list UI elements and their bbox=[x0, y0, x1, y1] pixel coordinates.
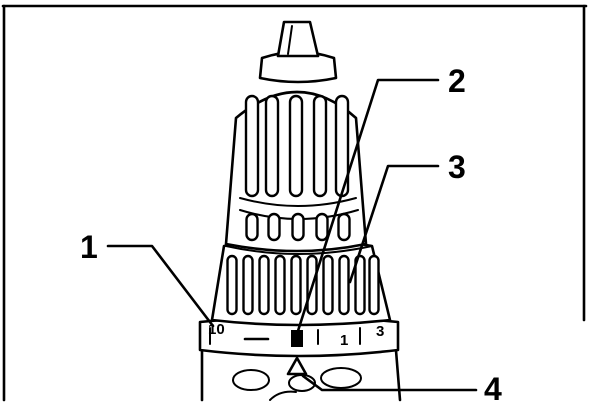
gear-rib bbox=[354, 254, 366, 316]
figure-frame bbox=[1, 4, 588, 402]
collar-mark-3: 3 bbox=[376, 323, 384, 340]
gear-rib bbox=[368, 254, 380, 316]
chuck-sleeve bbox=[224, 90, 368, 253]
gear-sleeve bbox=[210, 237, 392, 327]
leader-lines bbox=[106, 78, 478, 392]
sleeve-rib bbox=[312, 94, 328, 198]
gear-rib bbox=[274, 254, 286, 316]
sleeve-rib bbox=[245, 212, 259, 242]
arrow-mark bbox=[286, 356, 308, 376]
sleeve-rib bbox=[267, 212, 281, 242]
callout-2: 2 bbox=[448, 63, 466, 99]
gear-rib bbox=[226, 254, 238, 316]
gear-rib bbox=[242, 254, 254, 316]
sleeve-rib bbox=[288, 94, 304, 198]
sleeve-rib bbox=[244, 94, 260, 198]
callout-1: 1 bbox=[80, 229, 98, 265]
gear-rib bbox=[338, 254, 350, 316]
collar-index-mark bbox=[291, 330, 303, 347]
gear-rib bbox=[258, 254, 270, 316]
callout-3: 3 bbox=[448, 149, 466, 185]
chuck-nose bbox=[258, 20, 338, 84]
sleeve-rib bbox=[291, 212, 305, 242]
sleeve-rib bbox=[264, 94, 280, 198]
gear-rib bbox=[322, 254, 334, 316]
sleeve-rib bbox=[315, 212, 329, 242]
gear-rib bbox=[290, 254, 302, 316]
sleeve-rib bbox=[337, 212, 351, 242]
callout-4: 4 bbox=[484, 371, 502, 405]
collar-mark-1: 1 bbox=[340, 332, 348, 349]
